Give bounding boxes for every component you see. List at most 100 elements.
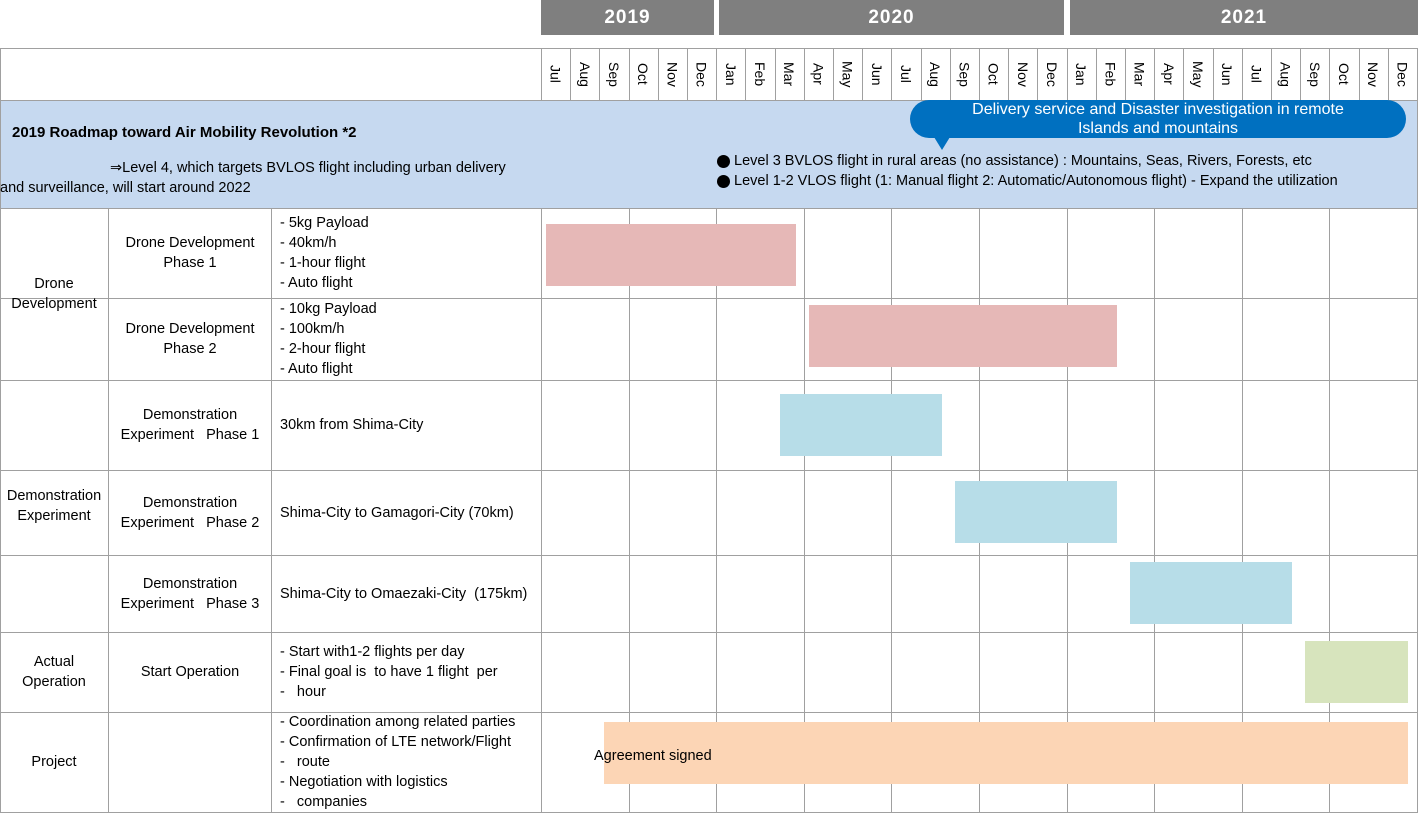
month-label: Nov [664,61,681,87]
legend-level3: Level 3 BVLOS flight in rural areas (no … [717,153,1312,169]
group-label-line-2: Development [11,296,97,312]
spec-item: 30km from Shima-City [280,417,424,433]
project-bar [604,722,1408,784]
group-label-line-2: Operation [22,674,86,690]
row-label-line: Phase 1 [163,255,217,271]
month-label: Feb [1102,61,1119,87]
month-label: Jan [1073,62,1090,86]
month-label: Mar [1131,61,1148,87]
month-label: Dec [1043,61,1060,87]
spec-item: - Coordination among related parties [280,714,516,730]
row-label-line: Drone Development [125,321,255,337]
month-label: Nov [1365,61,1382,87]
bullet-icon [717,174,730,188]
spec-item: - Start with1-2 flights per day [280,644,465,660]
demo-phase2-bar [954,481,1117,543]
spec-item: - 100km/h [280,321,345,337]
spec-item: - hour [280,684,326,700]
month-label: Jun [868,62,885,86]
demo-phase1-bar [779,394,942,456]
row-label-line: Drone Development [125,235,255,251]
callout-bubble: Delivery service and Disaster investigat… [910,100,1406,138]
month-label: Apr [810,63,827,85]
row-label-line: Experiment Phase 2 [120,514,260,531]
spec-item: - Confirmation of LTE network/Flight [280,734,512,750]
row-label-line: Start Operation [140,664,240,680]
roadmap-title: 2019 Roadmap toward Air Mobility Revolut… [12,124,357,141]
month-label: Jun [1219,62,1236,86]
row-label-line: Phase 2 [163,341,217,357]
legend-level12-text: Level 1-2 VLOS flight (1: Manual flight … [734,173,1338,189]
spec-item: - Negotiation with logistics [280,774,448,790]
row-label-line: Demonstration [142,494,238,511]
spec-item: Shima-City to Omaezaki-City (175km) [280,585,528,602]
legend-level12: Level 1-2 VLOS flight (1: Manual flight … [717,173,1338,189]
group-demonstration-experiment: Demonstration Experiment [0,380,108,632]
row-label-line: Experiment Phase 1 [120,427,260,443]
month-label: May [839,60,856,88]
month-label: Oct [635,63,652,85]
month-label: Dec [693,61,710,87]
group-actual-operation: Actual Operation [0,632,108,712]
month-label: Jul [547,65,564,83]
row-specs: 30km from Shima-City [280,380,542,470]
spec-item: - Auto flight [280,275,353,291]
legend-level3-text: Level 3 BVLOS flight in rural areas (no … [734,153,1312,169]
spec-item: - Final goal is to have 1 flight per [280,664,498,680]
spec-item: Shima-City to Gamagori-City (70km) [280,504,514,521]
month-label: Apr [1160,63,1177,85]
bullet-icon [717,154,730,168]
month-label: May [1189,60,1206,88]
month-label: Aug [576,61,593,87]
group-label-line-1: Actual [33,654,75,670]
row-label-line: Demonstration [142,575,238,592]
year-2020: 2020 [719,0,1064,35]
project-bar-label: Agreement signed [594,748,712,764]
month-label: Aug [1277,61,1294,87]
callout-line-1: Delivery service and Disaster investigat… [972,101,1344,118]
group-label: Project [31,754,77,770]
row-specs: Shima-City to Omaezaki-City (175km) [280,555,542,632]
month-label: Jul [897,65,914,83]
row-specs: - Start with1-2 flights per day - Final g… [280,632,542,712]
month-label: Jul [1248,65,1265,83]
spec-item: - 5kg Payload [280,215,369,231]
spec-item: - 2-hour flight [280,341,366,357]
group-label-line-1: Drone [34,276,74,292]
row-label-line: Demonstration [142,407,238,423]
month-label: Feb [751,61,768,87]
spec-item: - 10kg Payload [280,301,377,317]
spec-item: - route [280,754,330,770]
year-2019: 2019 [541,0,714,35]
group-label-line-1: Demonstration [6,488,102,504]
row-specs: - 5kg Payload - 40km/h - 1-hour flight - Au… [280,208,542,298]
row-label [109,712,271,812]
roadmap-subtitle: ⇒Level 4, which targets BVLOS flight inc… [0,158,506,198]
month-label: Sep [956,61,973,87]
row-specs: Shima-City to Gamagori-City (70km) [280,470,542,555]
roadmap-subtitle-line-2: and surveillance, will start around 2022 [0,180,251,196]
roadmap-subtitle-line-1: ⇒Level 4, which targets BVLOS flight inc… [110,160,506,176]
spec-item: - Auto flight [280,361,353,377]
group-drone-development: Drone Development [0,208,108,380]
demo-phase3-bar [1130,562,1293,624]
spec-item: - 1-hour flight [280,255,366,271]
month-label: Aug [927,61,944,87]
month-label: Dec [1394,61,1411,87]
drone-dev-phase1-bar [546,224,796,286]
row-specs: - 10kg Payload - 100km/h - 2-hour flight - … [280,298,542,380]
month-label: Oct [985,63,1002,85]
callout-line-2: Islands and mountains [1077,120,1239,137]
month-label: Oct [1335,63,1352,85]
month-label: Mar [781,61,798,87]
month-label: Sep [605,61,622,87]
row-label-line: Experiment Phase 3 [120,595,260,612]
row-specs: - Coordination among related parties - Co… [280,712,542,812]
callout-pointer [934,137,950,150]
spec-item: - 40km/h [280,235,337,251]
